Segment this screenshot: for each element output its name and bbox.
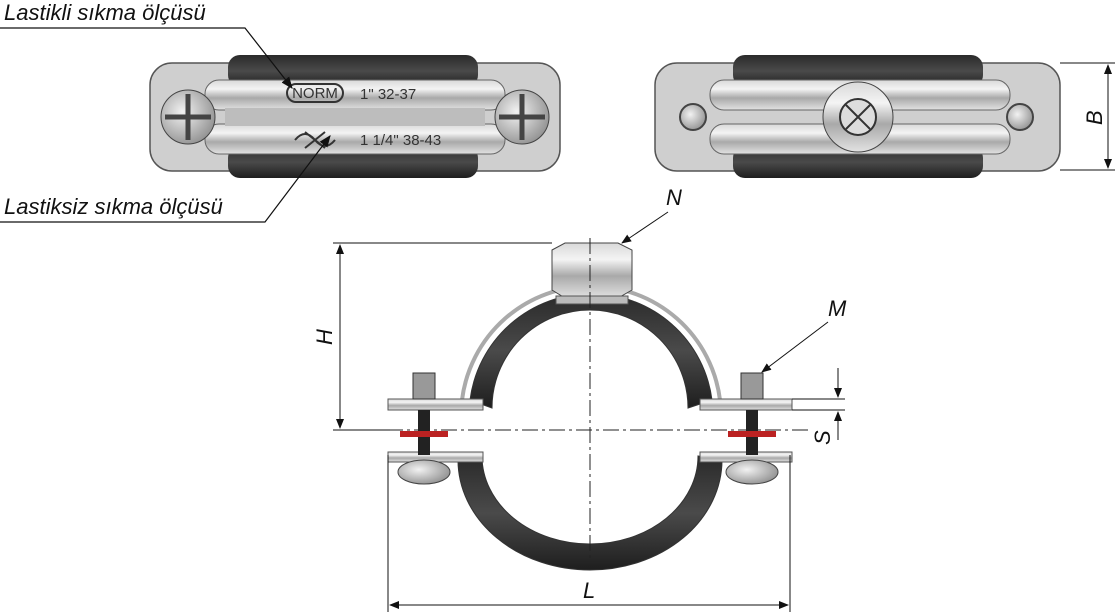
dimension-s: S — [792, 368, 845, 445]
callout-n: N — [621, 185, 682, 244]
norm-logo — [286, 83, 344, 103]
top-view-engraved: NORM 1" 32-37 1 1/4" 38-43 — [149, 55, 561, 178]
dimension-label-s: S — [810, 430, 835, 445]
dimension-l: L — [387, 455, 791, 612]
dimension-b: B — [1060, 62, 1115, 171]
center-lines — [360, 238, 810, 560]
dimension-label-l: L — [583, 578, 595, 603]
engraving-size-no-rubber: 1 1/4" 38-43 — [360, 132, 441, 149]
dimension-label-n: N — [666, 185, 682, 210]
hole-icon — [1006, 103, 1034, 131]
front-view — [360, 238, 810, 571]
label-no-rubber-clamp-size: Lastiksiz sıkma ölçüsü — [4, 194, 223, 219]
norm-logo-text: NORM — [292, 85, 338, 102]
hex-nut-icon — [551, 242, 633, 299]
screw-head-icon — [494, 89, 550, 145]
dimension-label-h: H — [312, 329, 337, 345]
screw-head-icon — [160, 89, 216, 145]
dimension-h: H — [312, 242, 552, 431]
hole-icon — [679, 103, 707, 131]
top-view-nut-side — [654, 55, 1061, 178]
leader-line — [0, 135, 331, 223]
leader-line — [0, 27, 293, 89]
dimension-label-b: B — [1082, 110, 1107, 125]
screw-left-icon — [397, 372, 451, 485]
screw-right-icon — [725, 372, 779, 485]
engraving-size-rubber: 1" 32-37 — [360, 86, 416, 103]
callout-m: M — [761, 296, 847, 373]
label-rubber-clamp-size: Lastikli sıkma ölçüsü — [4, 0, 206, 25]
dimension-label-m: M — [828, 296, 847, 321]
